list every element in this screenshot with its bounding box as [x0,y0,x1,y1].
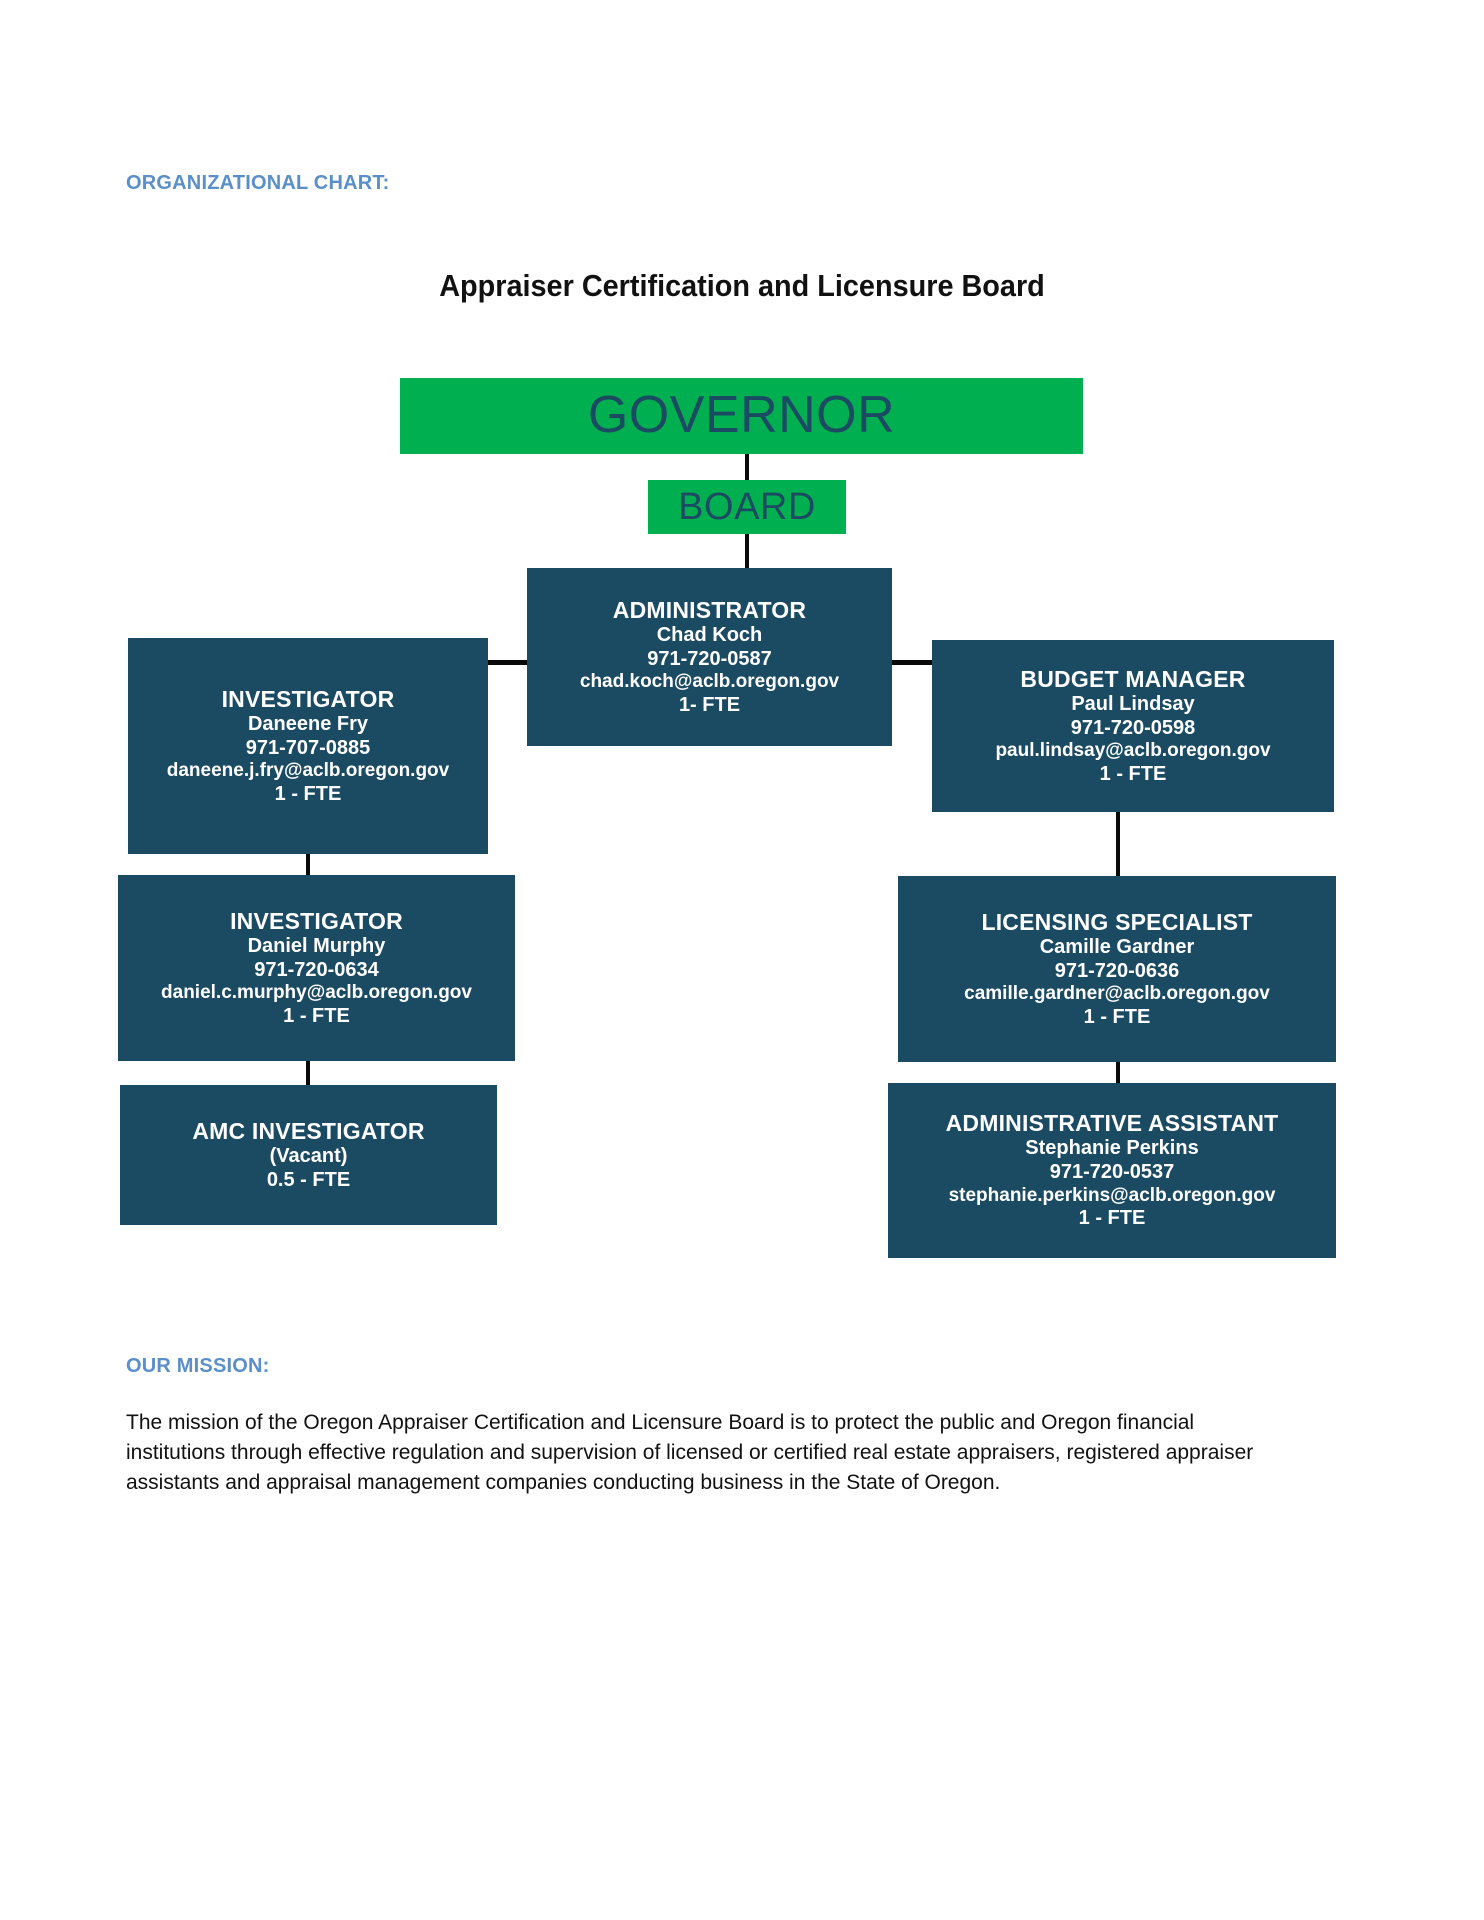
node-administrator-email: chad.koch@aclb.oregon.gov [579,671,840,693]
node-investigator-2: INVESTIGATOR Daniel Murphy 971-720-0634 … [118,875,515,1061]
chart-title: Appraiser Certification and Licensure Bo… [439,268,1045,303]
node-administrator: ADMINISTRATOR Chad Koch 971-720-0587 cha… [527,568,892,746]
node-budget-manager-phone: 971-720-0598 [1070,716,1196,739]
node-amc-investigator-person: (Vacant) [269,1144,348,1167]
connector-governor-to-board [745,454,749,480]
node-board-role: BOARD [678,485,816,528]
node-budget-manager-fte: 1 - FTE [1099,762,1167,785]
node-licensing-specialist: LICENSING SPECIALIST Camille Gardner 971… [898,876,1336,1062]
node-licensing-specialist-fte: 1 - FTE [1083,1005,1151,1028]
node-governor: GOVERNOR [400,378,1083,454]
node-investigator-1-phone: 971-707-0885 [245,736,371,759]
organizational-chart-heading: ORGANIZATIONAL CHART: [126,172,390,194]
node-investigator-1: INVESTIGATOR Daneene Fry 971-707-0885 da… [128,638,488,854]
node-administrative-assistant-fte: 1 - FTE [1078,1207,1146,1230]
node-administrator-phone: 971-720-0587 [647,647,772,670]
node-licensing-specialist-email: camille.gardner@aclb.oregon.gov [964,983,1270,1005]
node-licensing-specialist-role: LICENSING SPECIALIST [981,908,1253,935]
node-investigator-1-email: daneene.j.fry@aclb.oregon.gov [166,760,450,782]
node-investigator-1-person: Daneene Fry [247,712,369,735]
connector-investigator-1-to-investigator-2 [306,854,310,878]
node-administrator-fte: 1- FTE [678,693,741,716]
node-budget-manager-email: paul.lindsay@aclb.oregon.gov [995,740,1271,762]
connector-board-to-administrator [745,534,749,568]
node-administrative-assistant-role: ADMINISTRATIVE ASSISTANT [945,1110,1279,1137]
mission-heading: OUR MISSION: [126,1355,270,1377]
node-investigator-2-fte: 1 - FTE [283,1004,350,1027]
node-licensing-specialist-person: Camille Gardner [1039,935,1195,958]
node-investigator-2-phone: 971-720-0634 [254,958,379,981]
node-investigator-2-role: INVESTIGATOR [230,907,403,934]
node-budget-manager-role: BUDGET MANAGER [1020,665,1246,692]
node-administrative-assistant: ADMINISTRATIVE ASSISTANT Stephanie Perki… [888,1083,1336,1258]
node-investigator-2-person: Daniel Murphy [247,934,386,957]
node-licensing-specialist-phone: 971-720-0636 [1054,959,1180,982]
node-investigator-1-fte: 1 - FTE [274,782,342,805]
node-amc-investigator: AMC INVESTIGATOR (Vacant) 0.5 - FTE [120,1085,497,1225]
node-administrator-role: ADMINISTRATOR [612,596,807,623]
node-administrator-person: Chad Koch [656,623,763,646]
node-amc-investigator-fte: 0.5 - FTE [266,1168,351,1191]
node-administrative-assistant-email: stephanie.perkins@aclb.oregon.gov [948,1184,1276,1206]
connector-investigator-2-to-amc-investigator [306,1061,310,1087]
node-administrative-assistant-phone: 971-720-0537 [1049,1161,1175,1184]
node-administrative-assistant-person: Stephanie Perkins [1025,1137,1199,1160]
node-amc-investigator-role: AMC INVESTIGATOR [192,1117,425,1144]
mission-body-text: The mission of the Oregon Appraiser Cert… [126,1411,1254,1494]
org-chart-canvas: GOVERNOR BOARD ADMINISTRATOR Chad Koch 9… [118,378,1336,1258]
node-governor-role: GOVERNOR [587,386,896,445]
connector-licensing-specialist-to-administrative-assistant [1116,1062,1120,1086]
node-investigator-1-role: INVESTIGATOR [221,685,395,712]
connector-budget-manager-to-licensing-specialist [1116,812,1120,878]
node-budget-manager: BUDGET MANAGER Paul Lindsay 971-720-0598… [932,640,1334,812]
node-budget-manager-person: Paul Lindsay [1071,692,1195,715]
node-board: BOARD [648,480,846,534]
node-investigator-2-email: daniel.c.murphy@aclb.oregon.gov [161,982,472,1004]
